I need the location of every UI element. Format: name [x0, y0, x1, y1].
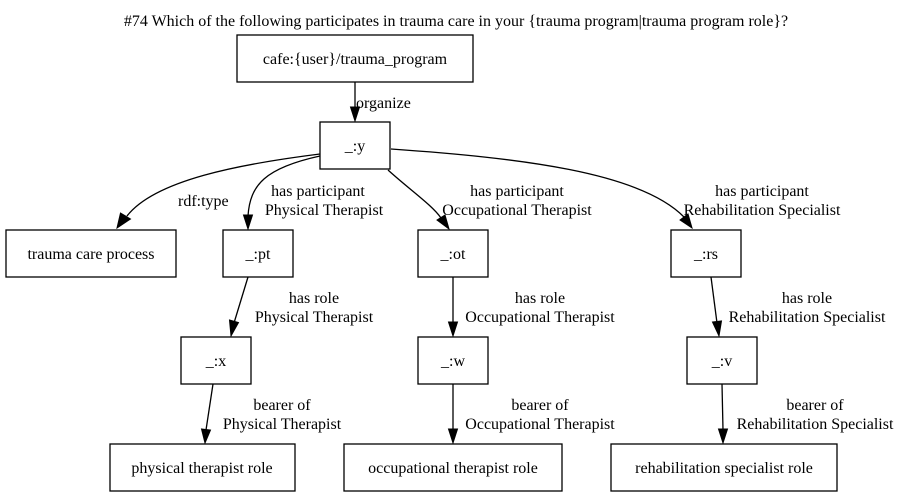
node-label-v: _:v — [711, 353, 732, 370]
node-pt: _:pt — [222, 229, 294, 278]
node-label-rehabilitation-specialist-role: rehabilitation specialist role — [635, 460, 813, 477]
node-y: _:y — [319, 121, 391, 170]
edge-has-role-w: has role Occupational Therapist — [447, 277, 615, 338]
node-label-physical-therapist-role: physical therapist role — [131, 460, 272, 477]
edge-rdf-type: rdf:type — [116, 153, 321, 230]
node-trauma-care-process: trauma care process — [5, 229, 177, 278]
graph-title: #74 Which of the following participates … — [124, 13, 788, 30]
edge-label-otb-1: bearer of — [511, 397, 569, 414]
node-x: _:x — [180, 336, 252, 385]
edge-label-rs-1: has participant — [715, 183, 809, 200]
edge-has-role-v: has role Rehabilitation Specialist — [710, 276, 886, 338]
edge-label-v-1: has role — [782, 290, 832, 307]
edge-label-pt-1: has participant — [271, 183, 365, 200]
edge-has-role-x: has role Physical Therapist — [228, 276, 374, 338]
node-rehabilitation-specialist-role: rehabilitation specialist role — [610, 443, 838, 492]
edge-label-pt-2: Physical Therapist — [265, 202, 384, 219]
node-label-w: _:w — [440, 353, 465, 370]
edge-has-participant-ot: has participant Occupational Therapist — [387, 169, 592, 231]
edge-label-w-1: has role — [515, 290, 565, 307]
node-label-y: _:y — [344, 138, 365, 155]
edge-organize: organize — [349, 82, 411, 123]
node-label-rs: _:rs — [693, 246, 718, 263]
edge-has-participant-rs: has participant Rehabilitation Specialis… — [390, 148, 841, 230]
node-label-trauma-care-process: trauma care process — [27, 246, 154, 263]
edge-label-ot-2: Occupational Therapist — [442, 202, 592, 219]
node-label-x: _:x — [205, 353, 226, 370]
node-label-pt: _:pt — [245, 246, 271, 263]
node-rs: _:rs — [670, 229, 742, 278]
edge-label-x-2: Physical Therapist — [255, 309, 374, 326]
edge-label-w-2: Occupational Therapist — [465, 309, 615, 326]
node-w: _:w — [417, 336, 489, 385]
edge-bearer-of-ot: bearer of Occupational Therapist — [447, 384, 615, 445]
edge-label-v-2: Rehabilitation Specialist — [729, 309, 886, 326]
node-label-occupational-therapist-role: occupational therapist role — [368, 460, 538, 477]
node-physical-therapist-role: physical therapist role — [109, 443, 296, 492]
edge-label-organize: organize — [356, 95, 411, 112]
edge-label-otb-2: Occupational Therapist — [465, 416, 615, 433]
node-label-ot: _:ot — [440, 246, 466, 263]
edge-label-ptb-2: Physical Therapist — [223, 416, 342, 433]
edge-label-x-1: has role — [289, 290, 339, 307]
edge-bearer-of-pt: bearer of Physical Therapist — [200, 383, 342, 445]
edge-label-rsb-1: bearer of — [786, 397, 844, 414]
edge-label-rsb-2: Rehabilitation Specialist — [737, 416, 894, 433]
edge-bearer-of-rs: bearer of Rehabilitation Specialist — [717, 383, 894, 445]
node-trauma-program: cafe:{user}/trauma_program — [236, 34, 474, 83]
node-label-trauma-program: cafe:{user}/trauma_program — [263, 51, 448, 68]
edge-label-rs-2: Rehabilitation Specialist — [684, 202, 841, 219]
edge-label-rdf-type: rdf:type — [178, 193, 229, 210]
edge-has-participant-pt: has participant Physical Therapist — [242, 155, 384, 231]
node-v: _:v — [686, 336, 758, 385]
node-ot: _:ot — [417, 229, 489, 278]
node-occupational-therapist-role: occupational therapist role — [343, 443, 563, 492]
edge-label-ot-1: has participant — [470, 183, 564, 200]
edge-label-ptb-1: bearer of — [253, 397, 311, 414]
